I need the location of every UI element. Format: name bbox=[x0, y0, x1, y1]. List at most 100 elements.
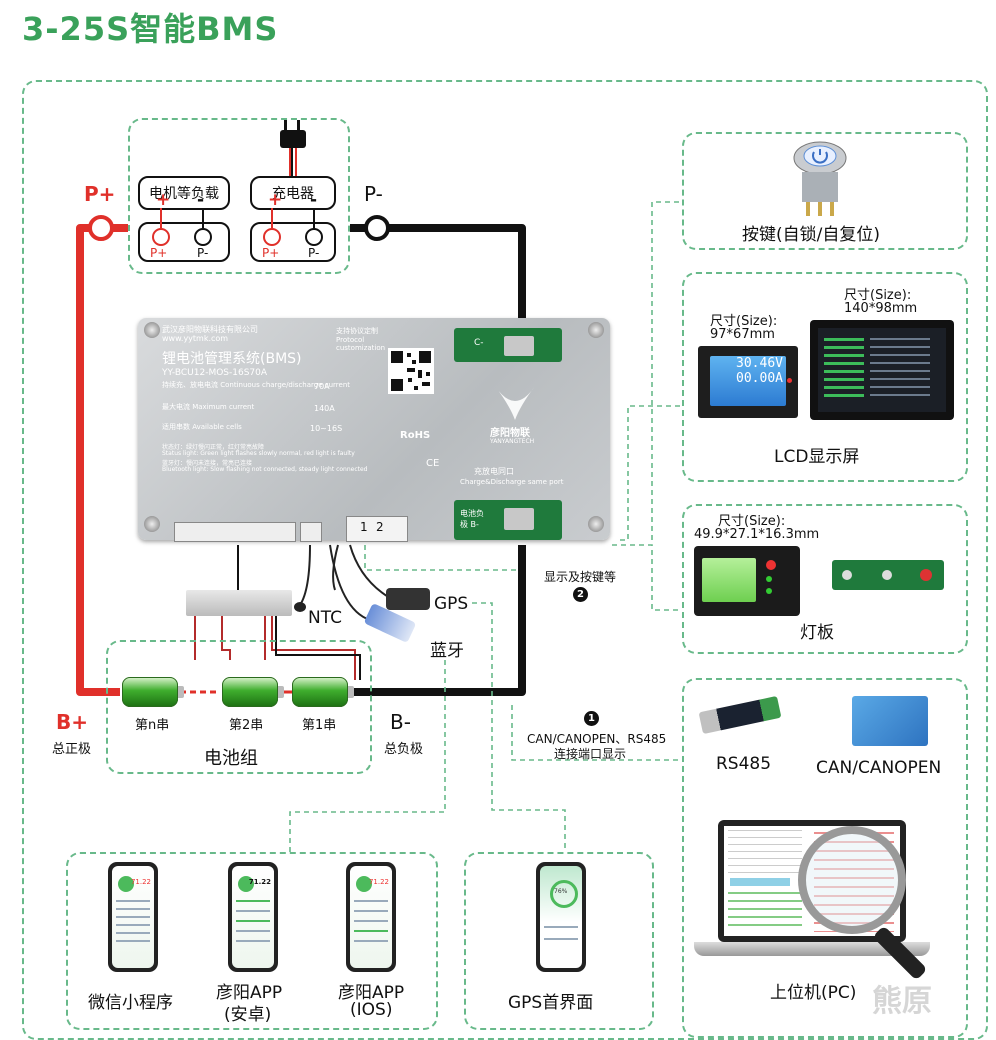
gps-percent: 76% bbox=[554, 888, 568, 895]
p-minus-label: P- bbox=[364, 182, 383, 206]
battery-pack-label: 电池组 bbox=[204, 748, 258, 769]
positive-wire bbox=[76, 224, 120, 696]
light-board-pcb bbox=[832, 560, 944, 590]
gps-phone: 76% bbox=[536, 862, 586, 972]
lcd1-screen: 30.46V 00.00A bbox=[698, 346, 798, 418]
charger-lead-lines bbox=[271, 208, 315, 228]
battery-cell-2 bbox=[222, 677, 284, 707]
charger-p-minus-label: P- bbox=[308, 246, 320, 260]
page-title: 3-25S智能BMS bbox=[22, 10, 279, 48]
cell-2-label: 第2串 bbox=[229, 718, 264, 733]
motor-p-minus-label: P- bbox=[197, 246, 209, 260]
motor-minus-sign: - bbox=[197, 190, 205, 210]
charger-p-minus-terminal bbox=[305, 228, 323, 246]
battery-pack-box bbox=[106, 640, 372, 774]
lcd-label: LCD显示屏 bbox=[774, 447, 860, 467]
button-box bbox=[682, 132, 968, 250]
lcd1-size-value: 97*67mm bbox=[710, 327, 775, 342]
charger-p-plus-terminal bbox=[263, 228, 281, 246]
motor-lead-lines bbox=[160, 208, 204, 228]
sense-wires bbox=[194, 616, 356, 680]
motor-p-minus-terminal bbox=[194, 228, 212, 246]
bms-protocol: 支持协议定制 Protocol customization bbox=[336, 327, 386, 352]
ios-label-2: (IOS) bbox=[350, 1000, 393, 1020]
gps-cable bbox=[349, 544, 391, 599]
p-plus-node bbox=[88, 215, 114, 241]
motor-p-plus-terminal bbox=[152, 228, 170, 246]
pcb-top-label: C- bbox=[474, 338, 484, 348]
pc-label: 上位机(PC) bbox=[770, 983, 857, 1003]
light-board-display bbox=[694, 546, 800, 616]
negative-wire-top bbox=[350, 224, 526, 340]
wechat-label: 微信小程序 bbox=[88, 993, 173, 1013]
ios-label-1: 彦阳APP bbox=[338, 983, 405, 1003]
lcd2-size-value: 140*98mm bbox=[844, 301, 918, 316]
cell-n-label: 第n串 bbox=[135, 718, 170, 733]
rohs-mark: RoHS bbox=[400, 430, 431, 441]
bms-website: www.yytmk.com bbox=[162, 334, 229, 343]
light-board-box bbox=[682, 504, 968, 654]
balance-connector bbox=[174, 522, 296, 542]
lcd1-current: 00.00A bbox=[736, 371, 783, 386]
b-plus-label: B+ bbox=[56, 710, 89, 734]
phone1-value: 71.22 bbox=[130, 878, 151, 886]
watermark: 熊原 bbox=[872, 984, 932, 1019]
bms-bt-line1: 蓝牙灯：慢闪未连接，常亮已连接 bbox=[162, 460, 253, 467]
ios-phone: 71.22 bbox=[346, 862, 396, 972]
bms-cells-value: 10~16S bbox=[310, 424, 343, 433]
bms-status-line2: Status light: Green light flashes slowly… bbox=[162, 450, 355, 457]
gps-module-icon bbox=[386, 588, 430, 610]
can-adapter-icon bbox=[852, 696, 928, 746]
screw-icon bbox=[588, 516, 604, 532]
can-annotation-number: 1 bbox=[584, 711, 599, 726]
android-label-1: 彦阳APP bbox=[216, 983, 283, 1003]
lcd2-size-label: 尺寸(Size): bbox=[844, 288, 912, 303]
sense-connector bbox=[186, 590, 292, 616]
wechat-phone: 71.22 bbox=[108, 862, 158, 972]
port-label-en: Charge&Discharge same port bbox=[460, 478, 564, 486]
load-box bbox=[128, 118, 350, 274]
bms-board: 武汉彦阳物联科技有限公司 www.yytmk.com 支持协议定制 Protoc… bbox=[138, 318, 610, 542]
battery-cell-1 bbox=[292, 677, 354, 707]
ntc-label: NTC bbox=[308, 608, 342, 628]
port-label-cn: 充放电同口 bbox=[474, 467, 514, 476]
gps-label: GPS bbox=[434, 594, 469, 614]
charger-box: 充电器 bbox=[250, 176, 336, 210]
charger-p-plus-label: P+ bbox=[262, 246, 280, 260]
qr-code-icon bbox=[388, 348, 434, 394]
motor-load-box: 电机等负载 bbox=[138, 176, 230, 210]
p-plus-label: P+ bbox=[84, 182, 116, 206]
sense-wires-black bbox=[275, 616, 361, 680]
pcb-top-tab: C- bbox=[454, 328, 562, 362]
power-button-icon bbox=[793, 141, 847, 216]
bms-max-current-value: 140A bbox=[314, 404, 335, 413]
magnifier-icon bbox=[798, 826, 906, 934]
bms-bt-line2: Bluetooth light: Slow flashing not conne… bbox=[162, 466, 368, 473]
lcd1-voltage: 30.46V bbox=[736, 356, 783, 371]
light-board-label: 灯板 bbox=[800, 623, 834, 643]
bms-max-current-label: 最大电流 Maximum current bbox=[162, 403, 255, 411]
comm-port-connector bbox=[346, 516, 408, 542]
bms-current-label: 持续充、放电电流 Continuous charge/discharge cur… bbox=[162, 381, 351, 389]
motor-plus-sign: + bbox=[156, 190, 171, 210]
bms-company: 武汉彦阳物联科技有限公司 bbox=[162, 325, 258, 334]
screw-icon bbox=[144, 516, 160, 532]
can-label: CAN/CANOPEN bbox=[816, 758, 942, 778]
ntc-probe-icon bbox=[294, 602, 306, 612]
can-annotation-line2: 连接端口显示 bbox=[554, 747, 627, 761]
port-num-2: 2 bbox=[376, 520, 384, 534]
ntc-cable bbox=[299, 544, 311, 606]
android-label-2: (安卓) bbox=[224, 1005, 272, 1025]
plug-icon bbox=[280, 120, 306, 176]
lcd2-screen bbox=[810, 320, 954, 420]
phone3-value: 71.22 bbox=[368, 878, 389, 886]
motor-load-label: 电机等负载 bbox=[149, 186, 219, 202]
port-num-1: 1 bbox=[360, 520, 368, 534]
b-minus-label: B- bbox=[390, 710, 411, 734]
brand-name-cn: 彦阳物联 bbox=[490, 428, 530, 439]
bms-cells-label: 适用串数 Available cells bbox=[162, 423, 242, 431]
light-size-value: 49.9*27.1*16.3mm bbox=[694, 527, 820, 542]
bt-cable bbox=[329, 544, 371, 621]
charger-plus-sign: + bbox=[268, 190, 283, 210]
charger-label: 充电器 bbox=[272, 186, 314, 202]
